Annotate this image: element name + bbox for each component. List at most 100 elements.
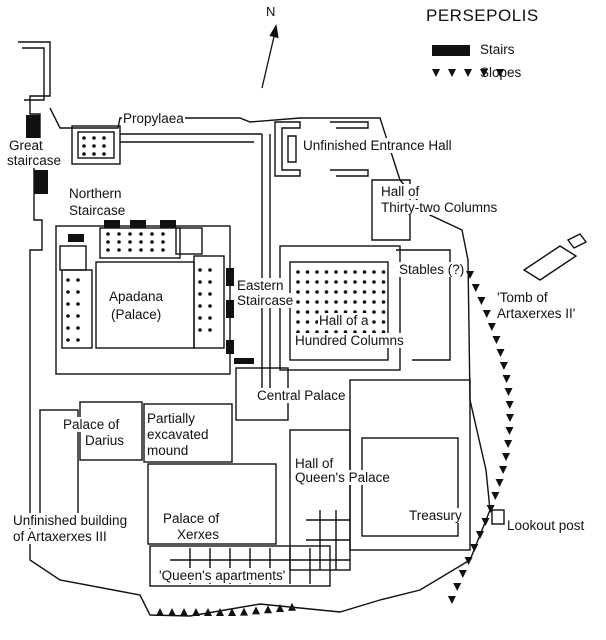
apadana-north-column xyxy=(128,232,132,236)
hundred-columns-column xyxy=(324,300,329,304)
hundred-columns-column xyxy=(353,300,357,304)
label-stables: Stables (?) xyxy=(398,262,466,277)
label-excavated-3: mound xyxy=(146,443,190,458)
hundred-columns-column xyxy=(353,280,357,284)
stair-northern-1 xyxy=(68,234,84,242)
apadana-east-column xyxy=(208,316,212,320)
apadana-west-column xyxy=(76,278,80,282)
label-excavated-2: excavated xyxy=(146,427,210,442)
apadana-west-column xyxy=(76,314,80,318)
propylaea-column xyxy=(102,136,106,140)
hundred-columns-column xyxy=(305,310,310,314)
slope-triangle xyxy=(464,557,473,565)
label-northern-staircase-1: Northern xyxy=(68,186,123,201)
slope-triangle xyxy=(252,606,260,615)
propylaea-column xyxy=(82,136,86,140)
slope-triangle xyxy=(495,479,504,487)
apadana-north-column xyxy=(117,232,121,236)
hundred-columns-column xyxy=(362,330,367,334)
apadana-north-column xyxy=(106,232,110,236)
slope-triangle xyxy=(471,284,480,292)
apadana-east-column xyxy=(198,304,202,308)
label-central-palace: Central Palace xyxy=(256,388,347,403)
hundred-columns-column xyxy=(343,310,348,314)
hundred-columns-column xyxy=(334,290,338,294)
legend-stairs-swatch xyxy=(432,45,470,56)
hundred-columns-column xyxy=(296,310,300,314)
hundred-columns-column xyxy=(372,300,376,304)
apadana-east-column xyxy=(208,328,212,332)
apadana-north-column xyxy=(106,248,110,252)
hundred-columns-column xyxy=(372,310,376,314)
label-apadana-1: Apadana xyxy=(108,289,165,304)
stair-great-2 xyxy=(34,170,48,194)
label-tomb-1: 'Tomb of xyxy=(496,290,549,305)
legend-slopes-label: Slopes xyxy=(480,65,522,80)
hundred-columns-column xyxy=(362,280,367,284)
slope-triangle xyxy=(505,427,514,435)
hundred-columns-column xyxy=(381,290,386,294)
hundred-columns-column xyxy=(305,280,310,284)
label-eastern-staircase-2: Staircase xyxy=(236,293,295,308)
slope-triangle xyxy=(487,323,496,331)
apadana-west-column xyxy=(76,302,80,306)
map-title: PERSEPOLIS xyxy=(426,6,539,25)
apadana-north-column xyxy=(117,240,121,244)
label-northern-staircase-2: Staircase xyxy=(68,203,127,218)
label-palace-darius-2: Darius xyxy=(84,433,126,448)
slope-triangle xyxy=(288,602,296,611)
hundred-columns-hall xyxy=(289,261,389,361)
terrace-outline-inner xyxy=(22,47,45,101)
slope-triangle xyxy=(480,69,488,77)
hundred-columns-column xyxy=(381,270,386,274)
apadana-east-column xyxy=(208,280,212,284)
apadana-east-column xyxy=(208,292,212,296)
slope-triangle xyxy=(192,608,200,616)
label-palace-darius-1: Palace of xyxy=(62,417,121,432)
slope-triangle xyxy=(204,608,212,616)
north-arrow xyxy=(261,24,279,89)
hundred-columns-column xyxy=(334,280,338,284)
tomb-structure xyxy=(522,233,588,281)
stair-northern-2 xyxy=(104,220,120,228)
queens-apartments xyxy=(149,545,331,587)
grid-rooms xyxy=(170,510,350,584)
slope-triangle xyxy=(156,608,164,616)
label-hall-100-2: Hundred Columns xyxy=(294,333,405,348)
hundred-columns-column xyxy=(296,330,300,334)
hundred-columns-column xyxy=(372,270,376,274)
slope-triangle xyxy=(499,362,508,370)
hundred-columns-column xyxy=(324,290,329,294)
slope-triangle xyxy=(448,69,456,77)
apadana-north-column xyxy=(139,248,143,252)
palace-of-xerxes xyxy=(147,463,277,545)
hundred-columns-column xyxy=(362,300,367,304)
hundred-columns-column xyxy=(305,330,310,334)
hundred-columns-column xyxy=(305,290,310,294)
hall-32-columns xyxy=(371,179,411,241)
stair-eastern-2 xyxy=(226,300,234,318)
hundred-columns-outer xyxy=(279,245,401,371)
excavated-mound-area xyxy=(143,403,233,463)
apadana-north-column xyxy=(150,248,154,252)
label-lookout-post: Lookout post xyxy=(506,518,586,533)
apadana-west-column xyxy=(66,314,70,318)
apadana-west-column xyxy=(76,338,80,342)
stair-northern-4 xyxy=(160,220,176,228)
hundred-columns-column xyxy=(343,280,348,284)
stair-great-1 xyxy=(26,115,40,139)
hundred-columns-column xyxy=(324,330,329,334)
apadana-west-column xyxy=(76,326,80,330)
slope-triangle xyxy=(453,583,462,591)
hundred-columns-column xyxy=(362,310,367,314)
slope-triangle xyxy=(458,570,467,578)
slope-triangle xyxy=(476,531,485,539)
hundred-columns-column xyxy=(334,330,338,334)
slope-triangle xyxy=(499,466,508,474)
apadana-hall xyxy=(95,261,195,349)
slope-triangle xyxy=(466,271,474,279)
stair-eastern-1 xyxy=(226,268,234,286)
north-label: N xyxy=(266,4,276,19)
apadana-north-column xyxy=(139,240,143,244)
apadana-east-column xyxy=(198,292,202,296)
